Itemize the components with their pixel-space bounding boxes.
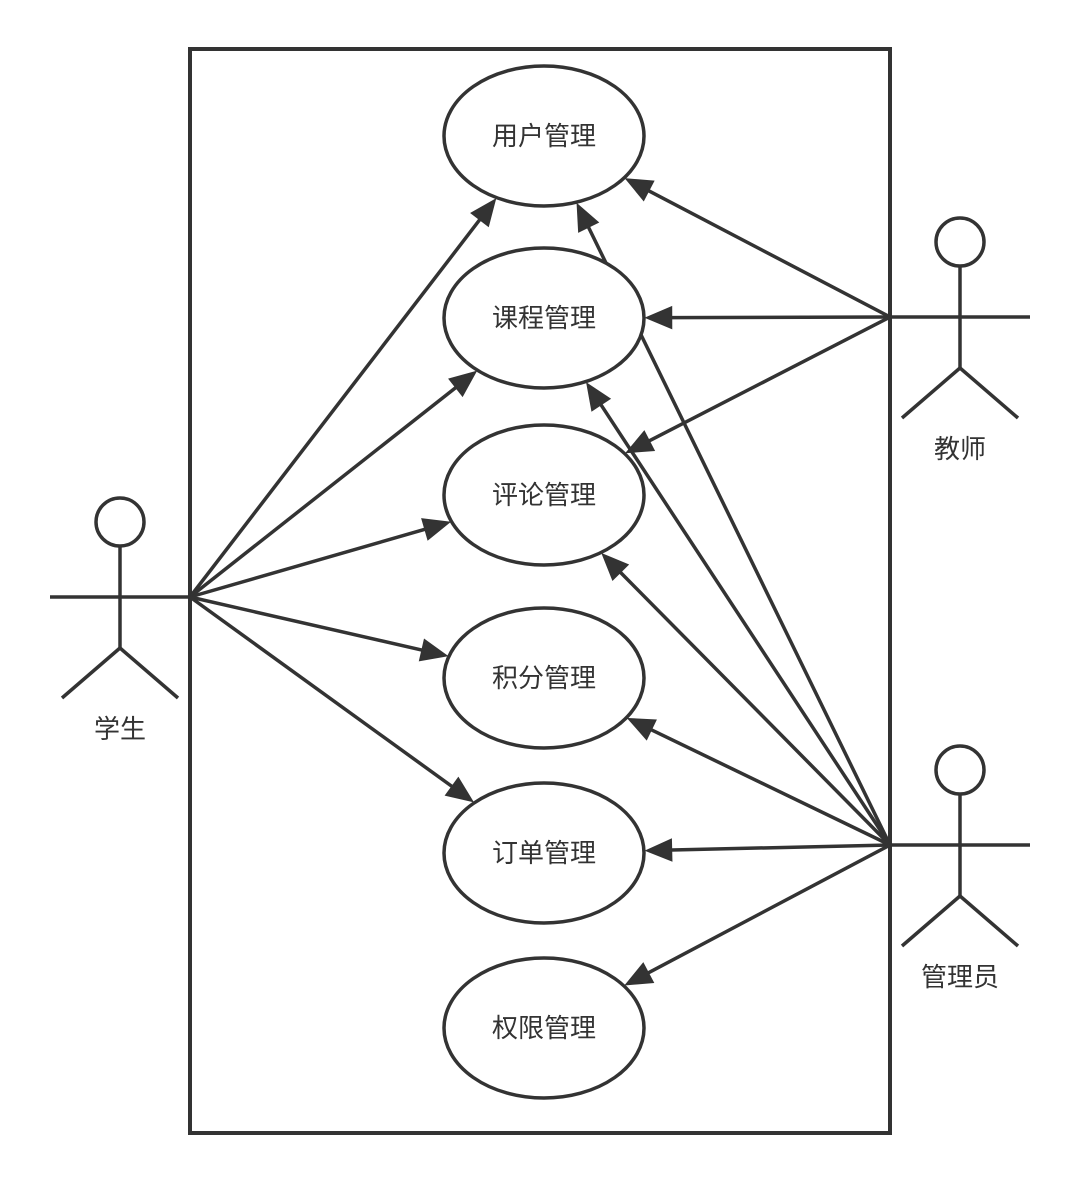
arrowhead-icon: [576, 202, 600, 233]
actor-head-icon: [934, 744, 986, 796]
association-line-student-uc_points: [189, 595, 423, 652]
arrowhead-icon: [624, 178, 655, 202]
actor-student[interactable]: [50, 496, 190, 700]
actor-label-admin: 管理员: [921, 963, 999, 993]
association-line-admin-uc_order: [671, 843, 891, 852]
association-line-admin-uc_permission: [647, 843, 891, 975]
use-case-order-management[interactable]: 订单管理: [442, 781, 646, 925]
association-line-student-uc_order: [188, 595, 453, 788]
arrowhead-icon: [644, 305, 673, 330]
use-case-points-management[interactable]: 积分管理: [442, 606, 646, 750]
actor-admin[interactable]: [890, 744, 1030, 948]
association-line-student-uc_comment: [189, 527, 426, 599]
use-case-label: 评论管理: [492, 481, 596, 511]
use-case-label: 课程管理: [492, 304, 596, 334]
arrowhead-icon: [625, 430, 656, 454]
system-boundary: [188, 47, 892, 1135]
actor-teacher[interactable]: [890, 216, 1030, 420]
use-case-label: 权限管理: [492, 1014, 596, 1044]
arrowhead-icon: [624, 962, 655, 986]
association-line-teacher-uc_user: [647, 189, 891, 319]
use-case-label: 订单管理: [492, 839, 596, 869]
actor-label-teacher: 教师: [934, 435, 986, 465]
associations-layer: [188, 178, 892, 986]
use-case-label: 用户管理: [492, 122, 596, 152]
arrowhead-icon: [418, 638, 449, 662]
use-case-label: 积分管理: [492, 664, 596, 694]
arrowhead-icon: [644, 838, 673, 862]
actor-label-student: 学生: [94, 715, 146, 745]
arrowhead-icon: [626, 717, 657, 741]
association-line-teacher-uc_course: [671, 315, 891, 320]
association-line-admin-uc_points: [650, 728, 891, 847]
association-line-admin-uc_course: [599, 403, 892, 846]
use-case-comment-management[interactable]: 评论管理: [442, 423, 646, 567]
arrowhead-icon: [448, 370, 478, 398]
association-line-student-uc_course: [188, 386, 457, 599]
arrowhead-icon: [444, 776, 475, 803]
use-case-course-management[interactable]: 课程管理: [442, 246, 646, 390]
actor-head-icon: [94, 496, 146, 548]
arrowhead-icon: [601, 552, 630, 581]
use-case-user-management[interactable]: 用户管理: [442, 64, 646, 208]
actor-head-icon: [934, 216, 986, 268]
association-line-student-uc_user: [188, 218, 482, 599]
arrowhead-icon: [586, 382, 612, 412]
association-line-admin-uc_comment: [619, 571, 892, 847]
use-case-permission-management[interactable]: 权限管理: [442, 956, 646, 1100]
arrowhead-icon: [470, 198, 497, 228]
association-line-teacher-uc_comment: [648, 315, 891, 443]
arrowhead-icon: [421, 518, 452, 541]
